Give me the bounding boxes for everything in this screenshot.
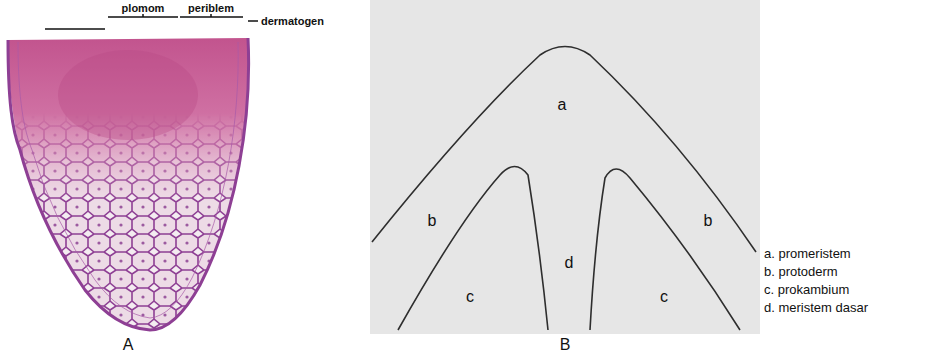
region-letter: d (565, 254, 574, 272)
key-entry: d. meristem dasar (764, 301, 868, 315)
tissue-label: periblem (188, 2, 234, 14)
key-entry: c. prokambium (764, 283, 849, 297)
tissue-label: dermatogen (261, 15, 324, 27)
region-letter: c (660, 288, 668, 306)
root-micrograph (0, 38, 260, 338)
key-entry: b. protoderm (764, 265, 838, 279)
label-brackets (45, 14, 258, 29)
apex-schematic (370, 0, 760, 334)
region-letter: b (704, 212, 713, 230)
region-letter: c (466, 288, 474, 306)
region-letter: a (558, 96, 567, 114)
key-entry: a. promeristem (764, 247, 851, 261)
region-letter: b (428, 212, 437, 230)
tissue-label: plomom (122, 2, 165, 14)
panel-letter: B (560, 336, 571, 354)
panel-letter: A (123, 336, 134, 354)
